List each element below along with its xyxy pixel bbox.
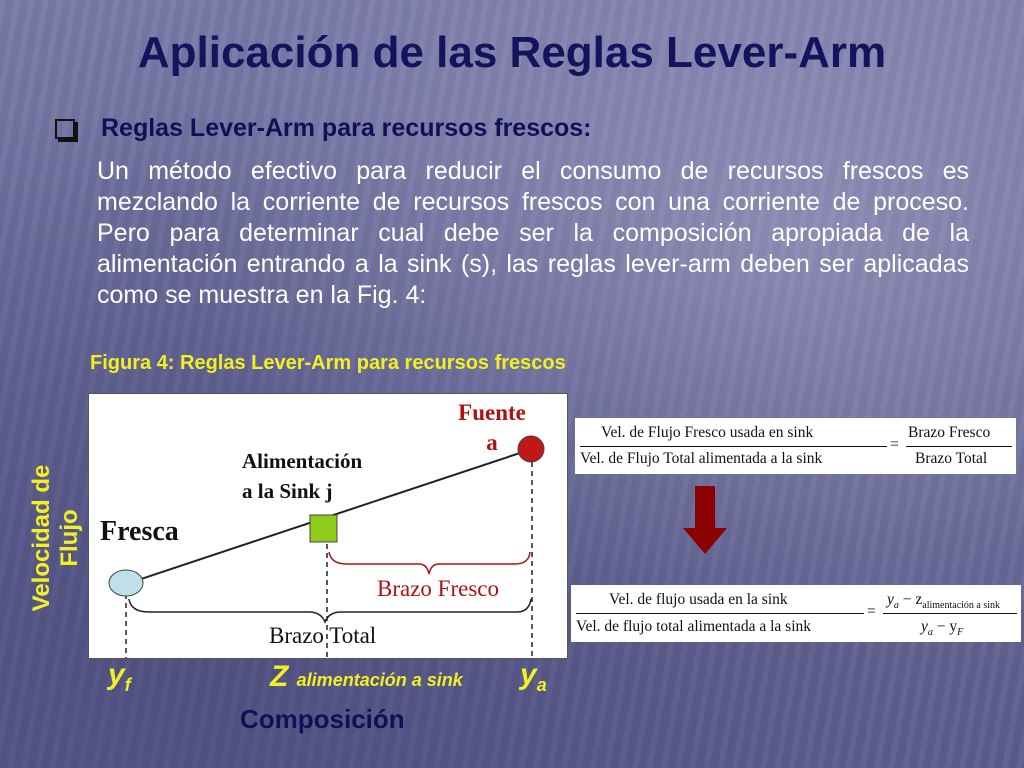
tick-yf: yf [108,658,131,696]
eq1-rhs-numerator: Brazo Fresco [908,424,991,441]
fresh-arm-brace [328,551,531,575]
feed-label-line1: Alimentación [242,449,363,473]
eq2-rhs-num-sub: a [893,600,899,612]
eq2-rhs-den-minus: − y [932,618,958,635]
eq2-rhs-numerator: ya − zalimentación a sink [887,591,1000,611]
tick-yf-sub: f [124,675,131,695]
eq2-rhs-den-sub2: F [957,627,964,639]
total-arm-label: Brazo Total [269,623,377,648]
source-point [517,435,545,463]
eq1-numerator: Vel. de Flujo Fresco usada en sink [601,424,814,441]
down-arrow-icon [683,486,727,554]
y-axis-label: Velocidad de Flujo [6,440,96,630]
tick-ya: ya [520,658,547,696]
tick-yf-main: y [108,658,125,691]
figure-caption: Figura 4: Reglas Lever-Arm para recursos… [90,352,566,374]
fresh-arm-label: Brazo Fresco [377,576,499,601]
eq2-rhs-denominator: ya − yF [921,618,963,638]
bullet-heading: Reglas Lever-Arm para recursos frescos: [101,114,592,142]
feed-label-line2: a la Sink j [242,479,333,503]
total-arm-brace [128,598,532,625]
eq2-numerator: Vel. de flujo usada en la sink [609,591,788,608]
slide-title: Aplicación de las Reglas Lever-Arm [137,28,887,77]
eq1-fraction-bar [580,446,887,447]
fresh-label: Fresca [100,516,179,547]
feed-label: Alimentación a la Sink j [242,446,362,506]
source-label-line2: a [486,430,498,455]
lever-arm-figure: Fuente a Alimentación a la Sink j Fresca… [88,393,568,659]
tick-ya-sub: a [536,675,547,695]
eq2-rhs-den-sub: a [927,627,933,639]
eq2-denominator: Vel. de flujo total alimentada a la sink [576,618,812,635]
eq1-rhs-fraction-bar [906,446,1012,447]
fresh-point [108,569,144,597]
tick-z-sub: alimentación a sink [296,670,463,690]
eq2-equals: = [867,603,876,620]
eq1-rhs-denominator: Brazo Total [915,450,988,467]
eq2-rhs-fraction-bar [883,613,1017,614]
equation-2: Vel. de flujo usada en la sink Vel. de f… [571,585,1021,642]
eq2-fraction-bar [576,613,864,614]
equation-1: Vel. de Flujo Fresco usada en sink Vel. … [575,418,1016,474]
eq2-rhs-num-y: y [887,591,894,608]
lever-arm-diagram [108,435,545,658]
x-axis-label: Composición [240,704,405,734]
source-label: Fuente a [447,398,537,458]
bullet-heading-row: Reglas Lever-Arm para recursos frescos: [55,114,592,143]
tick-z: Z alimentación a sink [270,660,463,694]
feed-point [309,514,338,543]
tick-z-main: Z [270,660,289,693]
body-paragraph: Un método efectivo para reducir el consu… [97,157,969,309]
eq2-rhs-num-sub2: alimentación a sink [922,600,1001,612]
tick-ya-main: y [520,658,537,691]
y-axis-label-line1: Velocidad de [28,464,55,612]
eq1-equals: = [890,436,899,453]
y-axis-label-line2: Flujo [56,509,83,567]
checkbox-bullet-icon [55,118,75,139]
source-label-line1: Fuente [458,400,526,425]
eq2-rhs-den-y: y [921,618,928,635]
eq2-rhs-num-minus: − z [898,591,923,608]
eq1-denominator: Vel. de Flujo Total alimentada a la sink [580,450,823,467]
